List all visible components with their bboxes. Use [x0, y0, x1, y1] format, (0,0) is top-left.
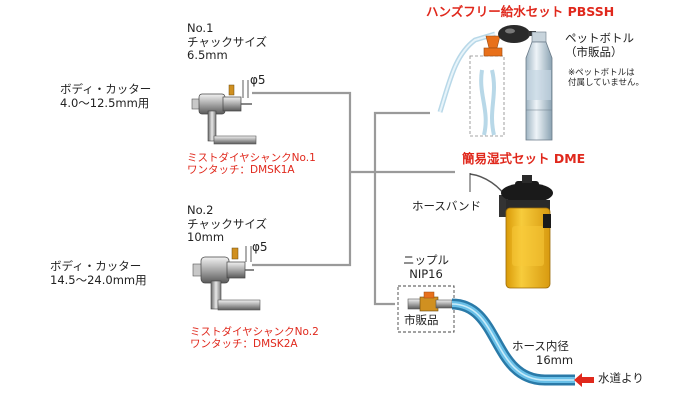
no1-onetouch: ワンタッチ：DMSK1A	[187, 164, 295, 177]
water-inflow-arrow-icon	[574, 373, 594, 387]
no1-body-range: 4.0〜12.5mm用	[60, 95, 150, 110]
no1-heading: No.1	[187, 21, 214, 35]
no2-body-label: ボディ・カッター	[50, 259, 142, 273]
no1-chuck-block: No.1 チャックサイズ 6.5mm	[187, 21, 268, 63]
no1-body-label: ボディ・カッター	[60, 82, 152, 96]
dme-tank-illustration	[469, 173, 553, 289]
shank-no2-illustration	[192, 246, 261, 311]
line-from-no2	[252, 172, 352, 267]
pet-bottle-label: ペットボトル	[565, 31, 634, 45]
nipple-model: NIP16	[409, 266, 443, 281]
no2-onetouch: ワンタッチ：DMSK2A	[190, 338, 298, 351]
no2-heading: No.2	[187, 203, 214, 217]
handsfree-title: ハンズフリー給水セット PBSSH	[426, 4, 615, 19]
hose-diameter-label: ホース内径	[512, 339, 569, 353]
no2-chuck-label: チャックサイズ	[187, 216, 268, 231]
shank-no1-illustration	[191, 80, 257, 145]
nipple-label: ニップル	[403, 253, 449, 267]
no2-shank-block: ミストダイヤシャンクNo.2 ワンタッチ：DMSK2A	[190, 326, 319, 351]
pet-bottle-note: （市販品）	[565, 44, 623, 59]
no1-phi-label: φ5	[250, 73, 266, 87]
bottle-not-included-note: ※ペットボトルは 付属していません。	[568, 68, 644, 88]
no2-body-range: 14.5〜24.0mm用	[50, 272, 147, 287]
handsfree-set-illustration	[437, 25, 536, 137]
no2-chuck-block: No.2 チャックサイズ 10mm	[187, 203, 268, 245]
no1-chuck-label: チャックサイズ	[187, 34, 268, 49]
note-line-1: ※ペットボトルは	[568, 68, 635, 78]
nipple-block: ニップル NIP16	[398, 253, 454, 281]
hose-diameter-size: 16mm	[536, 352, 574, 367]
pet-bottle-block: ペットボトル （市販品）	[565, 31, 634, 59]
pet-bottle-illustration	[525, 31, 553, 141]
hose-band-label: ホースバンド	[412, 199, 481, 213]
line-branch-nipple	[373, 172, 395, 306]
commercial-label: 市販品	[404, 313, 439, 327]
no2-phi-label: φ5	[252, 240, 268, 254]
no1-body-block: ボディ・カッター 4.0〜12.5mm用	[60, 82, 152, 110]
water-hose-illustration	[451, 298, 575, 386]
no1-shank-model: ミストダイヤシャンクNo.1	[187, 152, 316, 164]
note-line-2: 付属していません。	[568, 78, 644, 89]
no1-chuck-size: 6.5mm	[187, 48, 228, 63]
dme-title: 簡易湿式セット DME	[462, 151, 586, 166]
hose-diameter-block: ホース内径 16mm	[512, 339, 574, 367]
no2-shank-model: ミストダイヤシャンクNo.2	[190, 326, 319, 338]
no1-shank-block: ミストダイヤシャンクNo.1 ワンタッチ：DMSK1A	[187, 152, 316, 177]
nipple-illustration	[397, 285, 455, 333]
no2-chuck-size: 10mm	[187, 230, 225, 245]
water-source-label: 水道より	[598, 371, 644, 385]
line-branch-handsfree	[373, 111, 430, 172]
connector-lines	[252, 91, 455, 306]
no2-body-block: ボディ・カッター 14.5〜24.0mm用	[50, 259, 147, 287]
line-from-no1	[252, 91, 352, 172]
